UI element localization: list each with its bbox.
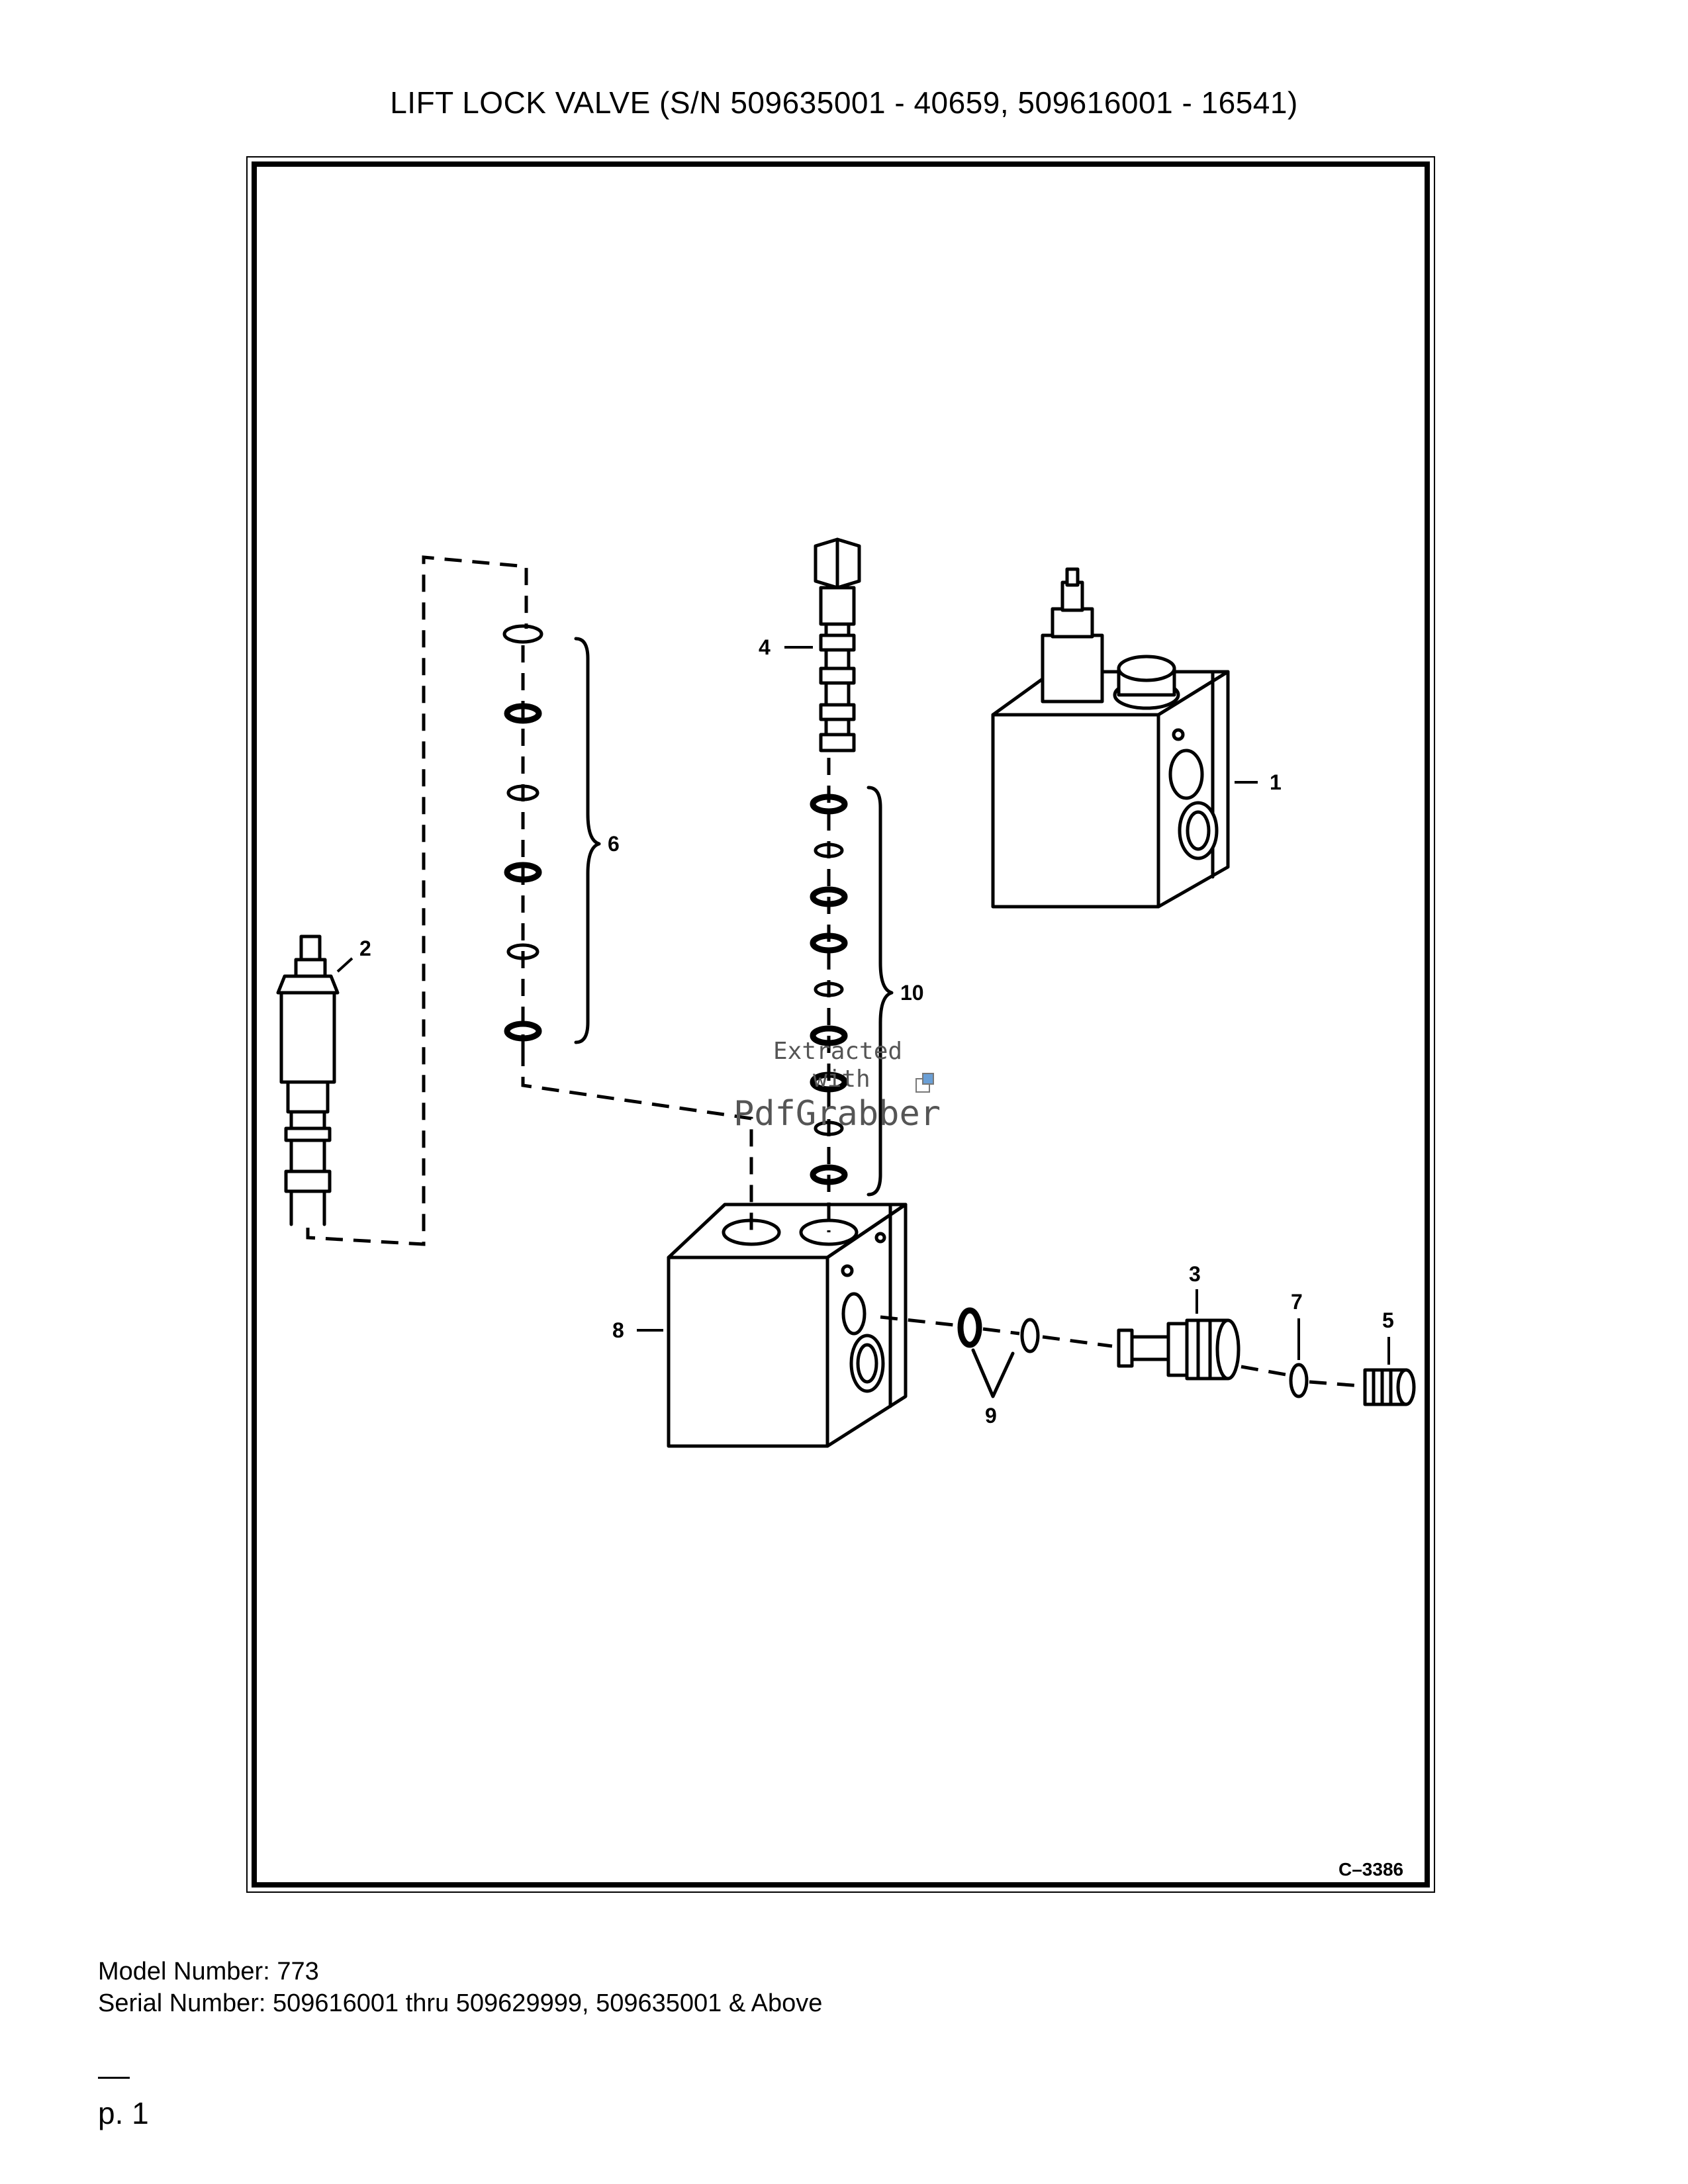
callout-leaders [336, 646, 1390, 1365]
part-9-seals [957, 1307, 1040, 1353]
pdfgrabber-watermark: Extracted with PdfGrabber [733, 1038, 941, 1134]
callout-1: 1 [1270, 770, 1282, 794]
callout-5: 5 [1382, 1308, 1394, 1332]
assembly-dashed-lines [306, 555, 1361, 1388]
callout-7: 7 [1291, 1290, 1303, 1314]
part-1-valve-body [991, 567, 1230, 909]
diagram-frame-outer [246, 156, 1435, 1893]
callout-9: 9 [985, 1404, 997, 1428]
diagram-frame [252, 161, 1430, 1888]
footer-rule [98, 2077, 130, 2079]
brace-part-6 [574, 637, 601, 1044]
model-number: Model Number: 773 [98, 1958, 319, 1985]
part-3-cartridge [1117, 1318, 1241, 1381]
watermark-line-1: Extracted [773, 1038, 902, 1065]
part-4-cartridge [814, 537, 861, 752]
watermark-line-3: PdfGrabber [733, 1094, 941, 1134]
watermark-line-2: with [813, 1066, 870, 1093]
figure-code: C–3386 [1338, 1859, 1403, 1880]
page-number: p. 1 [98, 2096, 149, 2130]
part-7-o-ring [1289, 1363, 1309, 1398]
part-8-manifold-block [667, 1203, 908, 1448]
leader-part-9 [971, 1348, 1015, 1398]
brace-part-10 [867, 786, 894, 1197]
callout-6: 6 [608, 832, 620, 856]
callout-4: 4 [759, 635, 771, 659]
callout-2: 2 [359, 936, 371, 960]
callout-8: 8 [612, 1318, 624, 1342]
callout-3: 3 [1189, 1262, 1201, 1286]
part-5-plug [1363, 1368, 1416, 1406]
serial-number: Serial Number: 509616001 thru 509629999,… [98, 1989, 823, 2017]
page-title: LIFT LOCK VALVE (S/N 509635001 - 40659, … [390, 85, 1298, 120]
part-2-cartridge [276, 934, 340, 1226]
callout-10: 10 [900, 981, 924, 1005]
